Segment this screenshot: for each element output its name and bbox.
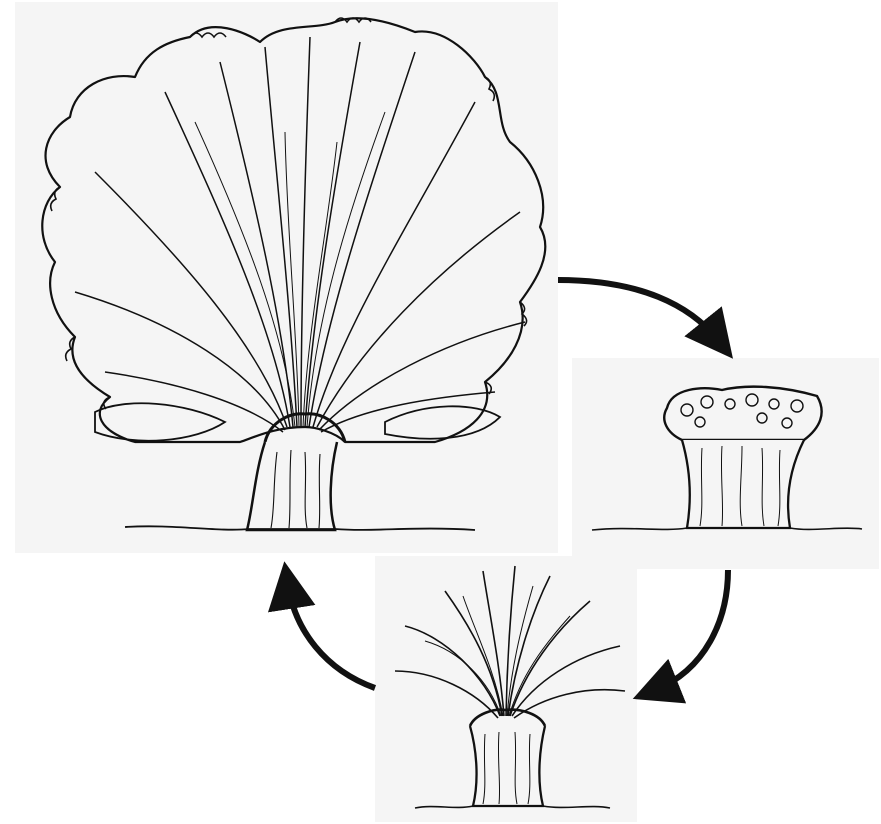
arrow-regrowth-to-mature [288, 585, 375, 688]
mature-tree-trunk [247, 442, 337, 530]
cut-stump-drawing [572, 358, 879, 569]
regrowth-drawing [375, 556, 637, 822]
arrow-mature-to-cut [558, 280, 718, 340]
mature-tree-drawing [15, 2, 558, 553]
regrowth-panel [375, 556, 637, 822]
cut-stump-panel [572, 358, 879, 569]
regrowth-trunk [470, 726, 545, 806]
mature-tree-branches [75, 37, 525, 432]
arrow-cut-to-regrowth [655, 570, 728, 690]
cut-stump-trunk [682, 440, 804, 528]
mature-tree-lower-foliage [95, 403, 500, 440]
mature-tree-panel [15, 2, 558, 553]
regrowth-shoots [395, 566, 625, 718]
cut-stump-head [664, 387, 821, 440]
